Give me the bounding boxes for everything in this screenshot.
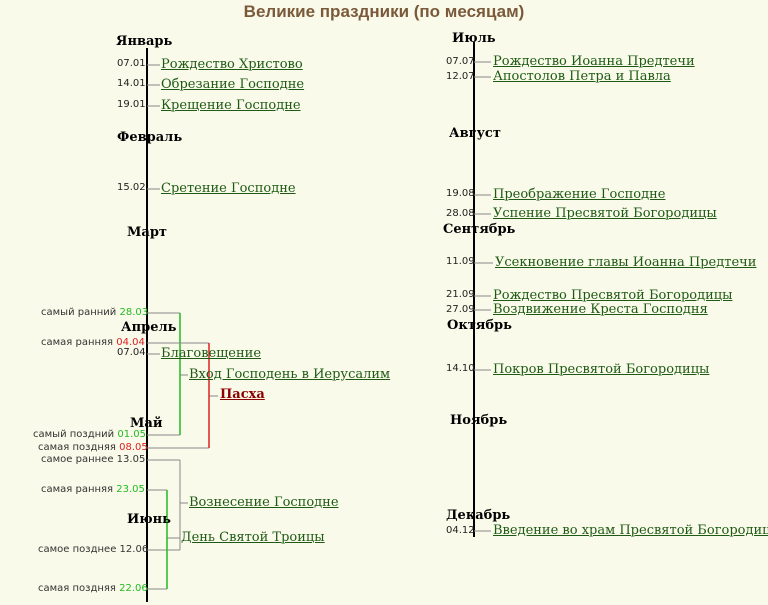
month-february: Февраль <box>117 130 183 145</box>
date-label: 28.08 <box>446 208 475 219</box>
feast-link-presentation[interactable]: Сретение Господне <box>161 181 296 196</box>
feast-link-ascension[interactable]: Вознесение Господне <box>189 495 339 510</box>
feast-link-epiphany[interactable]: Крещение Господне <box>161 98 301 113</box>
note-trinity-latest: самая поздняя 22.06 <box>38 583 148 594</box>
note-label: самая поздняя <box>38 442 116 453</box>
page-title: Великие праздники (по месяцам) <box>243 2 525 21</box>
date-label: 07.04 <box>117 347 146 358</box>
feast-link-trinity[interactable]: День Святой Троицы <box>181 530 325 545</box>
note-date: 08.05 <box>119 442 148 453</box>
date-label: 12.07 <box>446 71 475 82</box>
note-date: 04.04 <box>116 337 145 348</box>
month-october: Октябрь <box>447 318 512 333</box>
month-november: Ноябрь <box>450 413 508 428</box>
note-palm-earliest: самый ранний 28.03 <box>41 307 148 318</box>
month-may: Май <box>130 416 163 431</box>
feast-link-nativity[interactable]: Рождество Христово <box>161 57 303 72</box>
date-label: 19.01 <box>117 99 146 110</box>
note-label: самый ранний <box>41 307 117 318</box>
note-palm-latest: самый поздний 01.05 <box>33 429 146 440</box>
note-label: самая ранняя <box>41 484 114 495</box>
note-pascha-earliest: самая ранняя 04.04 <box>41 337 145 348</box>
note-label: самая поздняя <box>38 583 116 594</box>
feast-link-protection[interactable]: Покров Пресвятой Богородицы <box>493 362 710 377</box>
date-label: 27.09 <box>446 304 475 315</box>
note-date: 28.03 <box>119 307 149 318</box>
feast-link-beheading[interactable]: Усекновение главы Иоанна Предтечи <box>495 255 757 270</box>
feast-link-annunciation[interactable]: Благовещение <box>161 346 262 361</box>
feast-link-circumcision[interactable]: Обрезание Господне <box>161 77 305 92</box>
feast-link-peter-paul[interactable]: Апостолов Петра и Павла <box>493 69 671 84</box>
month-july: Июль <box>452 31 496 46</box>
note-label: самое раннее <box>41 454 114 465</box>
note-date: 01.05 <box>117 429 146 440</box>
note-ascension-latest: самое позднее 12.06 <box>38 544 148 555</box>
date-label: 15.02 <box>117 182 146 193</box>
month-june: Июнь <box>127 512 171 527</box>
note-date: 13.05 <box>116 454 146 465</box>
month-march: Март <box>127 225 167 240</box>
month-december: Декабрь <box>446 508 511 523</box>
month-april: Апрель <box>121 320 177 335</box>
note-pascha-latest: самая поздняя 08.05 <box>38 442 148 453</box>
date-label: 21.09 <box>446 289 475 300</box>
feast-link-pascha[interactable]: Пасха <box>220 387 265 402</box>
note-trinity-earliest: самая ранняя 23.05 <box>41 484 145 495</box>
feast-link-palm-sunday[interactable]: Вход Господень в Иерусалим <box>189 367 391 382</box>
date-label: 14.01 <box>117 78 146 89</box>
month-january: Январь <box>116 34 173 49</box>
feast-link-exaltation[interactable]: Воздвижение Креста Господня <box>493 302 708 317</box>
feast-link-nativity-baptist[interactable]: Рождество Иоанна Предтечи <box>493 54 695 69</box>
month-september: Сентябрь <box>443 222 516 237</box>
note-label: самое позднее <box>38 544 117 555</box>
date-label: 04.12 <box>446 525 475 536</box>
feast-link-dormition[interactable]: Успение Пресвятой Богородицы <box>493 206 717 221</box>
note-label: самая ранняя <box>41 337 114 348</box>
date-label: 11.09 <box>446 256 475 267</box>
note-ascension-earliest: самое раннее 13.05 <box>41 454 145 465</box>
date-label: 07.01 <box>117 58 146 69</box>
feast-link-transfiguration[interactable]: Преображение Господне <box>493 187 666 202</box>
note-label: самый поздний <box>33 429 115 440</box>
date-label: 14.10 <box>446 363 475 374</box>
note-date: 23.05 <box>116 484 145 495</box>
month-august: Август <box>449 126 501 141</box>
note-date: 22.06 <box>119 583 148 594</box>
feast-link-nativity-theotokos[interactable]: Рождество Пресвятой Богородицы <box>493 288 733 303</box>
date-label: 07.07 <box>446 56 475 67</box>
date-label: 19.08 <box>446 188 475 199</box>
feast-link-entry-temple[interactable]: Введение во храм Пресвятой Богородицы <box>493 523 768 538</box>
note-date: 12.06 <box>119 544 149 555</box>
